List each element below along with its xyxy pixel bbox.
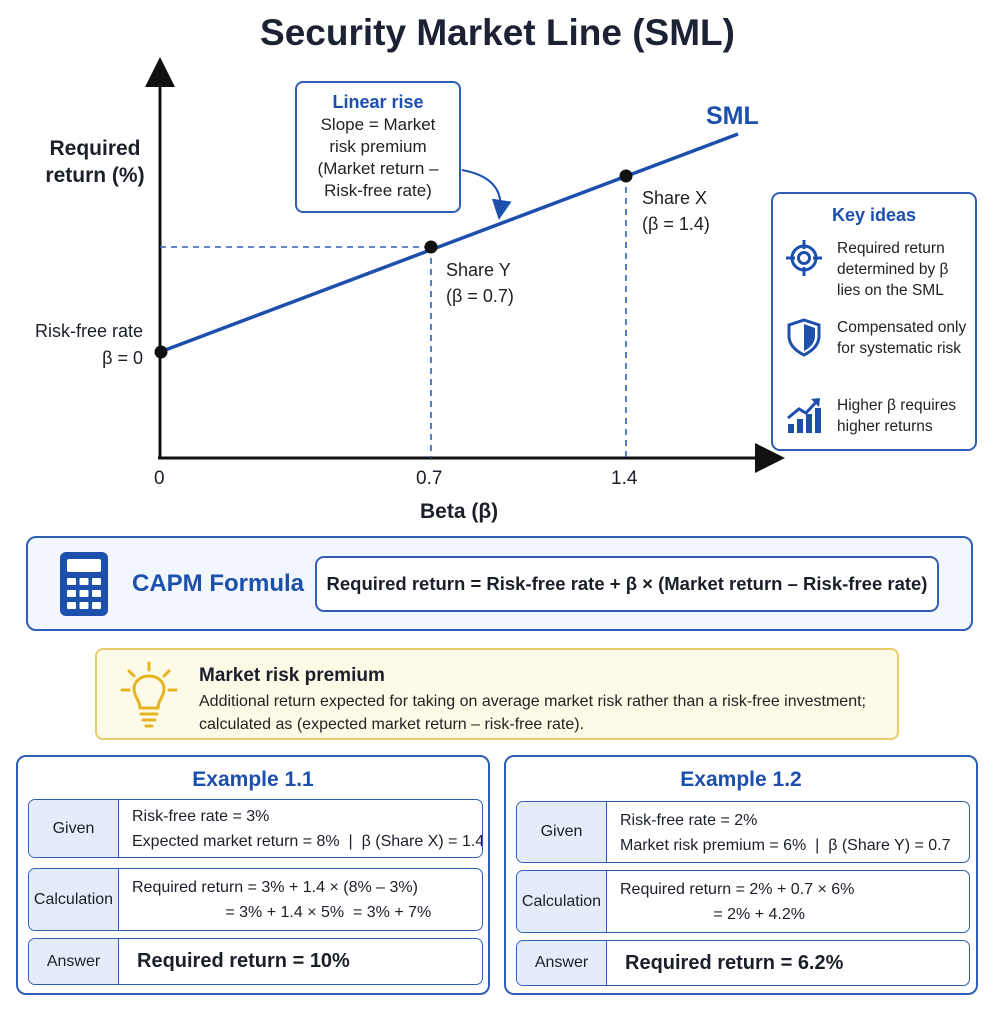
calculator-icon [60, 552, 108, 616]
given-text: Risk-free rate = 2% Market risk premium … [620, 812, 951, 854]
key-idea-text: Compensated only for systematic risk [837, 319, 967, 357]
mrp-title: Market risk premium [199, 665, 385, 686]
market-risk-premium-panel: Market risk premium Additional return ex… [95, 648, 899, 740]
calculation-label: Calculation [29, 869, 119, 930]
example-answer-row: Answer Required return = 6.2% [516, 940, 970, 986]
risk-free-beta-text: β = 0 [102, 348, 143, 368]
share-x-name: Share X [642, 188, 708, 208]
callout-arrow [461, 169, 512, 220]
share-y-label: Share Y (β = 0.7) [446, 257, 514, 309]
risk-free-label: Risk-free rate β = 0 [10, 318, 143, 372]
x-tick-0: 0 [154, 468, 165, 489]
example-calculation-row: Calculation Required return = 3% + 1.4 ×… [28, 868, 483, 931]
example-1-2-panel: Example 1.2 Given Risk-free rate = 2% Ma… [504, 755, 978, 995]
share-x-label: Share X (β = 1.4) [642, 185, 710, 237]
key-idea-text: Required return determined by β lies on … [837, 240, 949, 299]
share-x-point [619, 169, 633, 183]
answer-text: Required return = 10% [137, 950, 350, 972]
share-x-beta: (β = 1.4) [642, 214, 710, 234]
given-text: Risk-free rate = 3% Expected market retu… [132, 808, 483, 850]
mrp-text: Additional return expected for taking on… [199, 693, 866, 733]
page-title: Security Market Line (SML) [260, 12, 735, 53]
callout-body: Slope = Market risk premium (Market retu… [317, 115, 439, 200]
example-title: Example 1.2 [680, 768, 802, 791]
share-y-point [424, 240, 438, 254]
example-answer-row: Answer Required return = 10% [28, 938, 483, 985]
calculation-label: Calculation [517, 871, 607, 932]
example-given-row: Given Risk-free rate = 2% Market risk pr… [516, 801, 970, 863]
growth-chart-icon [787, 398, 821, 433]
key-idea-item: Compensated only for systematic risk [785, 317, 975, 359]
key-ideas-panel: Key ideas Required return determined by … [771, 192, 977, 451]
example-given-row: Given Risk-free rate = 3% Expected marke… [28, 799, 483, 858]
risk-free-rate-text: Risk-free rate [34, 321, 143, 341]
example-1-1-panel: Example 1.1 Given Risk-free rate = 3% Ex… [16, 755, 490, 995]
share-y-beta: (β = 0.7) [446, 286, 514, 306]
example-calculation-row: Calculation Required return = 2% + 0.7 ×… [516, 870, 970, 933]
sml-series-label: SML [706, 102, 759, 130]
linear-rise-callout: Linear rise Slope = Market risk premium … [295, 81, 461, 213]
key-idea-item: Required return determined by β lies on … [785, 238, 975, 301]
key-idea-text: Higher β requires higher returns [837, 397, 957, 435]
key-idea-item: Higher β requires higher returns [785, 395, 975, 437]
x-axis-label: Beta (β) [420, 500, 499, 523]
example-title: Example 1.1 [192, 768, 314, 791]
share-y-name: Share Y [446, 260, 511, 280]
given-label: Given [517, 802, 607, 862]
key-ideas-title: Key ideas [831, 205, 917, 225]
shield-icon [787, 318, 821, 357]
calculation-text: Required return = 2% + 0.7 × 6% = 2% + 4… [620, 881, 855, 923]
capm-formula-panel: CAPM Formula Required return = Risk-free… [26, 536, 973, 631]
target-icon [786, 240, 822, 276]
x-tick-1-4: 1.4 [611, 468, 638, 489]
answer-label: Answer [517, 941, 607, 985]
given-label: Given [29, 800, 119, 857]
calculation-text: Required return = 3% + 1.4 × (8% – 3%) =… [132, 879, 432, 921]
answer-label: Answer [29, 939, 119, 984]
y-axis-label: Required return (%) [45, 137, 145, 187]
lightbulb-icon [120, 661, 178, 728]
callout-title: Linear rise [332, 92, 424, 112]
sml-line [159, 132, 739, 354]
capm-title: CAPM Formula [132, 570, 305, 597]
x-tick-0-7: 0.7 [416, 468, 443, 489]
risk-free-point [154, 345, 168, 359]
capm-formula: Required return = Risk-free rate + β × (… [315, 556, 939, 612]
sml-chart [145, 57, 785, 473]
answer-text: Required return = 6.2% [625, 952, 844, 974]
